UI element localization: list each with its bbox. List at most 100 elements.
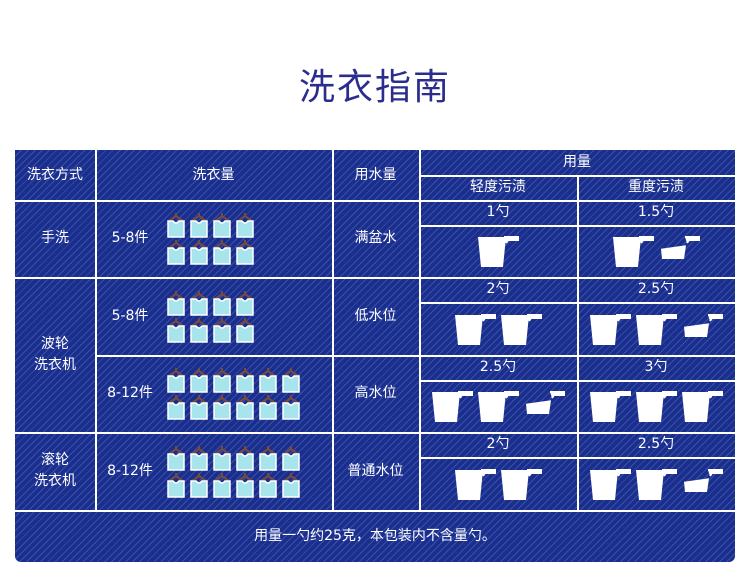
shirt-icon bbox=[282, 368, 300, 393]
shirt-icon bbox=[167, 445, 185, 471]
shirt-icon bbox=[213, 290, 231, 316]
divider bbox=[15, 432, 735, 434]
footer-note: 用量一勺约25克，本包装内不含量勺。 bbox=[254, 527, 496, 544]
shirt-icon bbox=[167, 290, 185, 316]
shirt-icon bbox=[282, 445, 300, 471]
load-count: 8-12件 bbox=[107, 385, 153, 401]
header-dosage: 用量 bbox=[563, 154, 591, 170]
scoop-icon bbox=[636, 468, 677, 500]
heavy-scoops bbox=[577, 380, 735, 432]
shirt-icon bbox=[282, 472, 300, 498]
shirt-icon bbox=[213, 472, 231, 498]
shirt-icon bbox=[190, 445, 208, 471]
shirt-icon bbox=[259, 395, 277, 420]
shirt-icon bbox=[213, 240, 231, 265]
scoop-icon bbox=[455, 313, 496, 345]
scoop-icon bbox=[636, 391, 677, 422]
header-light: 轻度污渍 bbox=[470, 179, 526, 195]
shirt-icon bbox=[259, 472, 277, 498]
load-count: 8-12件 bbox=[107, 462, 153, 479]
water-level: 满盆水 bbox=[354, 230, 397, 246]
shirt-icon bbox=[282, 395, 300, 420]
shirt-icon bbox=[190, 290, 208, 316]
load-count: 5-8件 bbox=[111, 307, 149, 324]
heavy-dosage: 1.5勺 bbox=[637, 204, 675, 220]
scoop-icon bbox=[613, 236, 654, 267]
shirt-icon bbox=[236, 240, 254, 265]
water-level: 普通水位 bbox=[347, 462, 404, 479]
shirts-illustration bbox=[165, 445, 325, 498]
light-dosage: 2勺 bbox=[486, 436, 510, 452]
scoop-icon bbox=[478, 236, 519, 267]
heavy-dosage: 2.5勺 bbox=[637, 281, 675, 297]
shirt-icon bbox=[213, 395, 231, 420]
shirt-icon bbox=[190, 317, 208, 343]
page-title: 洗衣指南 bbox=[298, 67, 451, 108]
shirt-icon bbox=[236, 472, 254, 498]
header-method: 洗衣方式 bbox=[27, 166, 83, 183]
divider bbox=[95, 355, 735, 357]
divider bbox=[15, 510, 735, 512]
shirt-icon bbox=[190, 240, 208, 265]
shirt-icon bbox=[236, 213, 254, 238]
water-level: 高水位 bbox=[354, 385, 397, 401]
shirt-icon bbox=[236, 290, 254, 316]
divider bbox=[15, 200, 735, 202]
shirt-icon bbox=[213, 368, 231, 393]
heavy-scoops bbox=[577, 457, 735, 510]
scoop-icon bbox=[636, 313, 677, 345]
header-water: 用水量 bbox=[354, 166, 397, 183]
scoop-icon bbox=[501, 468, 542, 500]
shirt-icon bbox=[190, 395, 208, 420]
shirt-icon bbox=[213, 213, 231, 238]
divider bbox=[15, 277, 735, 279]
shirt-icon bbox=[259, 368, 277, 393]
method-hand: 手洗 bbox=[41, 230, 69, 246]
shirt-icon bbox=[167, 317, 185, 343]
light-dosage: 2勺 bbox=[486, 281, 510, 297]
shirt-icon bbox=[190, 213, 208, 238]
water-level: 低水位 bbox=[354, 307, 397, 324]
scoop-icon bbox=[590, 313, 631, 345]
scoop-icon bbox=[455, 468, 496, 500]
shirt-icon bbox=[167, 368, 185, 393]
load-cell: 5-8件 bbox=[95, 277, 332, 355]
header-heavy: 重度污渍 bbox=[628, 179, 684, 195]
shirt-icon bbox=[167, 213, 185, 238]
divider bbox=[95, 150, 97, 510]
scoop-icon bbox=[501, 313, 542, 345]
header-load: 洗衣量 bbox=[192, 166, 235, 183]
heavy-scoops bbox=[577, 225, 735, 277]
light-scoops bbox=[419, 380, 577, 432]
scoop-icon bbox=[590, 391, 631, 422]
shirt-icon bbox=[236, 317, 254, 343]
heavy-dosage: 3勺 bbox=[644, 359, 668, 375]
shirt-icon bbox=[236, 368, 254, 393]
shirt-icon bbox=[167, 472, 185, 498]
load-cell: 8-12件 bbox=[95, 432, 332, 510]
shirt-icon bbox=[167, 240, 185, 265]
scoop-icon bbox=[661, 236, 700, 259]
scoop-icon bbox=[478, 391, 519, 422]
shirt-icon bbox=[167, 395, 185, 420]
shirt-icon bbox=[236, 445, 254, 471]
load-cell: 8-12件 bbox=[95, 355, 332, 432]
light-scoops bbox=[419, 302, 577, 355]
shirts-illustration bbox=[165, 212, 325, 265]
light-dosage: 1勺 bbox=[486, 204, 510, 220]
scoop-icon bbox=[684, 468, 723, 492]
load-count: 5-8件 bbox=[111, 230, 149, 246]
scoop-icon bbox=[684, 313, 723, 337]
shirt-icon bbox=[236, 395, 254, 420]
scoop-icon bbox=[590, 468, 631, 500]
divider bbox=[577, 175, 579, 510]
shirts-illustration bbox=[165, 290, 325, 343]
light-scoops bbox=[419, 225, 577, 277]
shirt-icon bbox=[213, 445, 231, 471]
method-drum: 滚轮 洗衣机 bbox=[34, 452, 76, 489]
shirt-icon bbox=[190, 472, 208, 498]
heavy-dosage: 2.5勺 bbox=[637, 436, 675, 452]
scoop-icon bbox=[682, 391, 723, 422]
heavy-scoops bbox=[577, 302, 735, 355]
